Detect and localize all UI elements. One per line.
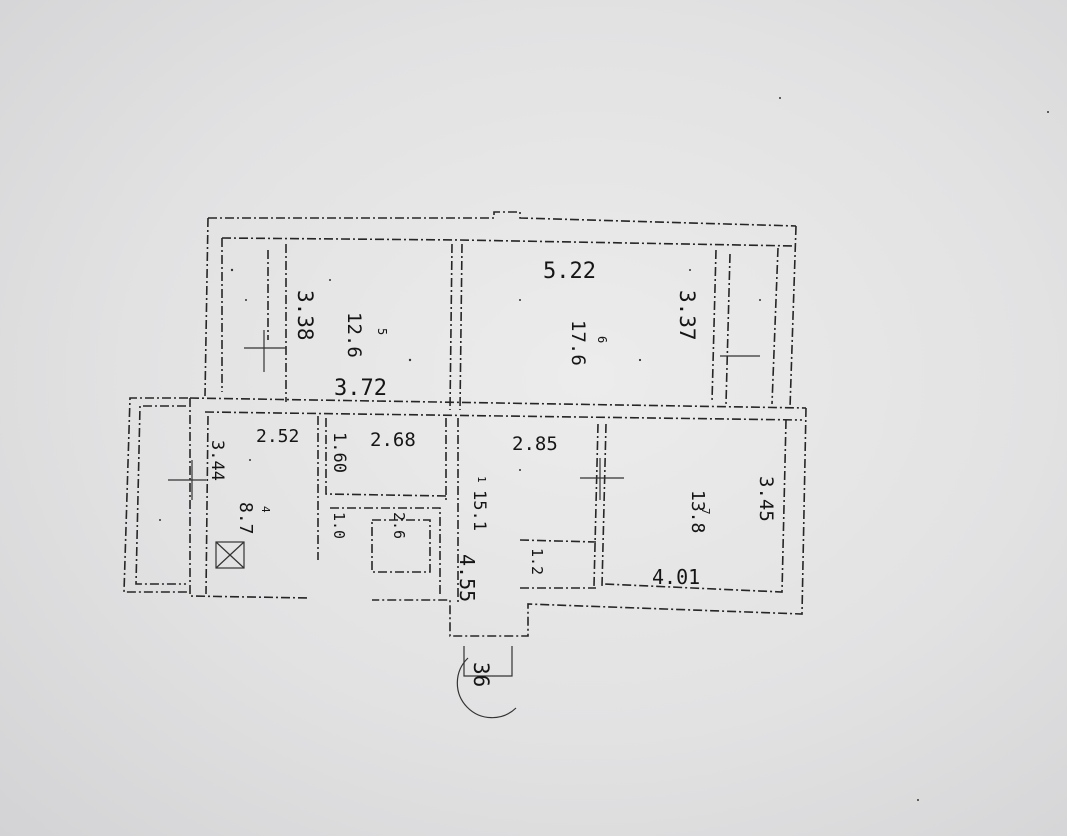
dim-lower-right-width: 4.01 (652, 565, 700, 589)
dim-lower-left-depth: 3.44 (207, 440, 227, 481)
dim-left-room-width: 3.72 (334, 376, 387, 401)
dim-hall-width: 2.85 (512, 433, 558, 455)
door-marks (168, 330, 760, 677)
area-closet: 1.2 (528, 548, 546, 575)
outer-walls (123, 211, 807, 637)
dim-top-middle: 5.22 (543, 259, 596, 284)
num-room-6: 6 (595, 336, 609, 343)
stamp-circle (456, 657, 517, 719)
area-room-7: 13.8 (687, 490, 708, 533)
area-hall: 15.1 (469, 490, 489, 531)
num-room-4: 4 (259, 506, 272, 513)
num-room-7: 7 (699, 508, 712, 515)
num-room-5: 5 (375, 328, 389, 335)
copy-noise (159, 97, 1049, 801)
area-room-4: 8.7 (235, 502, 256, 535)
area-room-6: 17.6 (567, 320, 589, 366)
stamp-number: 36 (469, 662, 493, 687)
dim-small-room-width: 2.68 (370, 429, 416, 451)
area-bath: 2.6 (390, 512, 408, 539)
dim-right-room-depth: 3.37 (675, 290, 699, 341)
dim-lower-right-depth: 3.45 (755, 476, 777, 522)
dim-lower-left-width: 2.52 (256, 426, 299, 447)
dim-small-room-depth: 1.60 (329, 432, 349, 473)
dim-left-room-depth: 3.38 (293, 290, 317, 341)
num-hall: 1 (475, 476, 488, 483)
labels: 5.22 3.38 12.6 5 3.72 17.6 6 3.37 2.52 3… (207, 259, 777, 719)
area-wc: 1.0 (330, 512, 348, 539)
area-room-5: 12.6 (343, 312, 365, 358)
dim-hall-length: 4.55 (455, 554, 479, 602)
interior-walls (205, 243, 731, 602)
